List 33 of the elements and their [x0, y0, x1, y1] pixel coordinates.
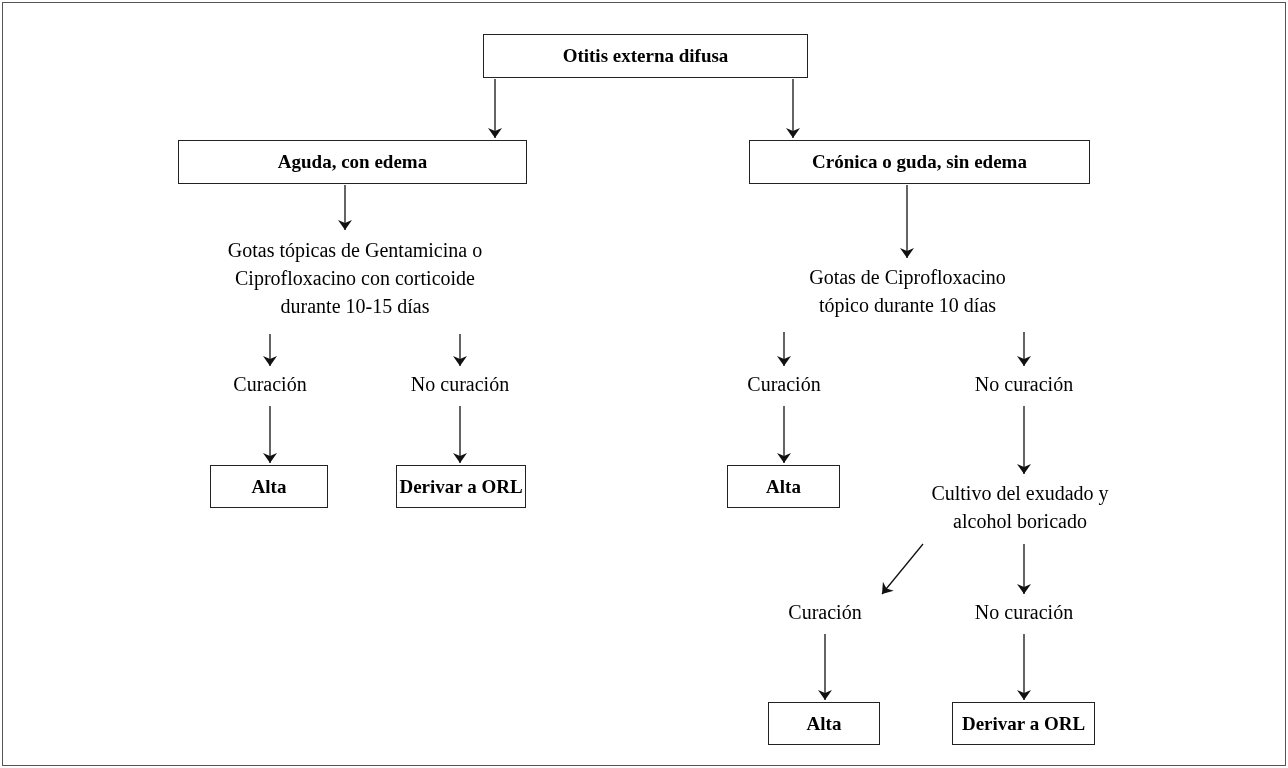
arrow	[338, 184, 352, 231]
process-box: Alta	[727, 465, 840, 508]
process-box: Alta	[768, 702, 880, 745]
step-text: No curación	[949, 598, 1099, 626]
arrow	[786, 78, 800, 139]
step-text: No curación	[949, 370, 1099, 398]
arrow	[488, 78, 502, 139]
step-text: Curación	[724, 370, 844, 398]
step-text: Cultivo del exudado y alcohol boricado	[905, 478, 1135, 536]
process-box: Alta	[210, 465, 328, 508]
process-box: Otitis externa difusa	[483, 34, 808, 78]
arrow	[818, 633, 832, 701]
process-box: Derivar a ORL	[396, 465, 526, 508]
step-text: Curación	[765, 598, 885, 626]
step-text: Gotas de Ciprofloxacino tópico durante 10 días	[795, 262, 1020, 320]
arrow	[900, 184, 914, 259]
arrow	[453, 405, 467, 464]
arrow	[777, 405, 791, 464]
arrow	[263, 333, 277, 367]
step-text: Curación	[210, 370, 330, 398]
step-text: Gotas tópicas de Gentamicina o Ciprofloxacino con corticoide durante 10-15 días	[215, 234, 495, 322]
arrow	[263, 405, 277, 464]
arrow	[1017, 331, 1031, 367]
arrow	[1017, 633, 1031, 701]
arrow	[777, 331, 791, 367]
arrow	[1017, 543, 1031, 595]
process-box: Crónica o guda, sin edema	[749, 140, 1090, 184]
step-text: No curación	[385, 370, 535, 398]
arrow	[881, 543, 924, 595]
process-box: Derivar a ORL	[952, 702, 1095, 745]
process-box: Aguda, con edema	[178, 140, 527, 184]
arrow	[453, 333, 467, 367]
arrow	[1017, 405, 1031, 475]
